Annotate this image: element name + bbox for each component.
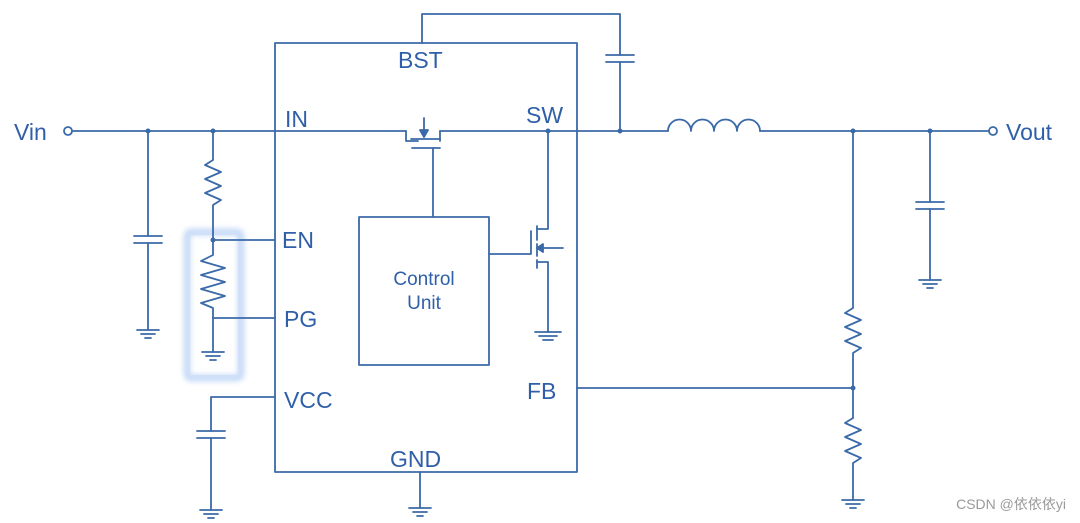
in-pin-label: IN <box>285 106 308 132</box>
control-unit-label-line2: Unit <box>407 293 442 314</box>
vcc-pin-label: VCC <box>284 387 333 413</box>
ic-ground <box>408 471 432 517</box>
output-inductor <box>667 118 761 132</box>
pg-pulldown-resistor <box>200 239 226 361</box>
bootstrap-capacitor <box>421 13 635 132</box>
input-capacitor <box>133 130 163 339</box>
vin-label: Vin <box>14 119 47 145</box>
high-side-mosfet <box>405 117 441 218</box>
vin-terminal <box>63 126 73 136</box>
gnd-pin-label: GND <box>390 446 441 472</box>
pg-pin-label: PG <box>284 306 317 332</box>
ic-body <box>274 42 578 473</box>
highlight-box <box>184 229 244 381</box>
en-pin-label: EN <box>282 227 314 253</box>
vout-label: Vout <box>1006 119 1053 145</box>
vcc-capacitor <box>196 396 276 519</box>
control-unit-box <box>358 216 490 366</box>
bst-pin-label: BST <box>398 47 443 73</box>
vout-terminal <box>988 126 998 136</box>
low-side-mosfet <box>488 130 564 341</box>
fb-pin-label: FB <box>527 378 556 404</box>
control-unit-label-line1: Control <box>393 269 454 290</box>
en-pullup-resistor <box>204 130 222 241</box>
output-capacitor <box>915 130 945 289</box>
watermark: CSDN @依依依yi <box>956 496 1066 512</box>
feedback-divider <box>841 130 865 509</box>
sw-pin-label: SW <box>526 102 563 128</box>
